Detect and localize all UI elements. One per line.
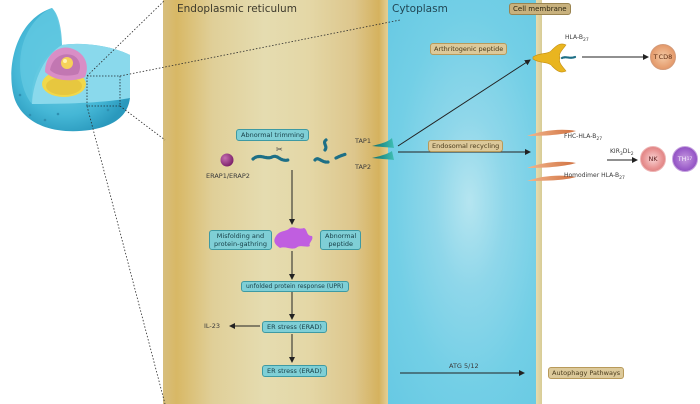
misfolding-line-2: protein-gathring xyxy=(214,240,267,248)
cytoplasm-title: Cytoplasm xyxy=(392,3,448,15)
tap1-label: TAP1 xyxy=(355,137,371,145)
tap2-label: TAP2 xyxy=(355,163,371,171)
kir-sub-2: 2 xyxy=(630,152,634,158)
fhc-hla-sub: 27 xyxy=(596,137,603,143)
endosomal-recycling-box: Endosomal recycling xyxy=(428,140,504,152)
il23-label: IL-23 xyxy=(204,322,221,330)
endoplasmic-reticulum-region xyxy=(163,0,388,404)
homodimer-sub: 27 xyxy=(619,176,625,182)
tap1-shape xyxy=(372,138,394,148)
th-sub: 17 xyxy=(686,156,693,162)
tap2-shape xyxy=(372,151,394,160)
cd8-text: CD8 xyxy=(658,53,673,61)
kir-text: KIR xyxy=(610,148,620,155)
atg-label: ATG 5/12 xyxy=(449,362,479,370)
nk-cell: NK xyxy=(640,146,666,172)
th-text: TH xyxy=(677,155,687,163)
hla-b27-text: HLA-B xyxy=(565,34,584,41)
hla-b27-label: HLA-B27 xyxy=(565,34,589,43)
homodimer-text: Homodimer HLA-B xyxy=(564,172,620,179)
cd8-prefix: T xyxy=(653,53,658,61)
hla-b27-sub: 27 xyxy=(583,38,589,44)
fhc-hla-shapes xyxy=(527,129,576,181)
cytoplasm-region xyxy=(388,0,536,404)
abnormal-peptide-line-2: peptide xyxy=(328,240,354,248)
er-title: Endoplasmic reticulum xyxy=(177,3,297,15)
erap-sphere xyxy=(220,153,234,167)
peptide-chains xyxy=(251,138,348,164)
cell-membrane-line xyxy=(536,0,542,404)
scissors-icon: ✂ xyxy=(276,145,283,154)
misfolding-line-1: Misfolding and xyxy=(216,232,265,240)
fhc-hla-label: FHC-HLA-B27 xyxy=(564,133,602,142)
cytoplasm-arrows xyxy=(397,59,531,376)
zoom-lines xyxy=(86,0,401,404)
cell-membrane-label: Cell membrane xyxy=(509,3,571,15)
misfolding-box: Misfolding and protein-gathring xyxy=(209,230,272,250)
abnormal-peptide-line-1: Abnormal xyxy=(325,232,357,240)
erap-label: ERAP1/ERAP2 xyxy=(206,172,250,180)
abnormal-trimming-box: Abnormal trimming xyxy=(236,129,310,141)
er-stress-box-2: ER stress (ERAD) xyxy=(262,365,327,377)
kir-label: KIR3DL2 xyxy=(610,148,634,157)
kir-sub-1: 3 xyxy=(619,152,623,158)
fhc-hla-text: FHC-HLA-B xyxy=(564,133,597,140)
kir-mid: DL xyxy=(622,148,631,155)
homodimer-label: Homodimer HLA-B27 xyxy=(564,172,625,181)
hla-b27-receptor xyxy=(532,43,577,73)
er-flow-arrows xyxy=(229,170,295,363)
autophagy-pathways-box: Autophagy Pathways xyxy=(548,367,625,379)
abnormal-peptide-box: Abnormal peptide xyxy=(320,230,362,250)
misfolded-protein-blob xyxy=(274,227,313,249)
nk-text: NK xyxy=(648,155,658,163)
upr-box: unfolded protein response (UPR) xyxy=(241,281,349,292)
arthritogenic-peptide-box: Arthritogenic peptide xyxy=(430,43,508,55)
er-stress-box-1: ER stress (ERAD) xyxy=(262,321,327,333)
cell-illustration xyxy=(11,8,131,132)
